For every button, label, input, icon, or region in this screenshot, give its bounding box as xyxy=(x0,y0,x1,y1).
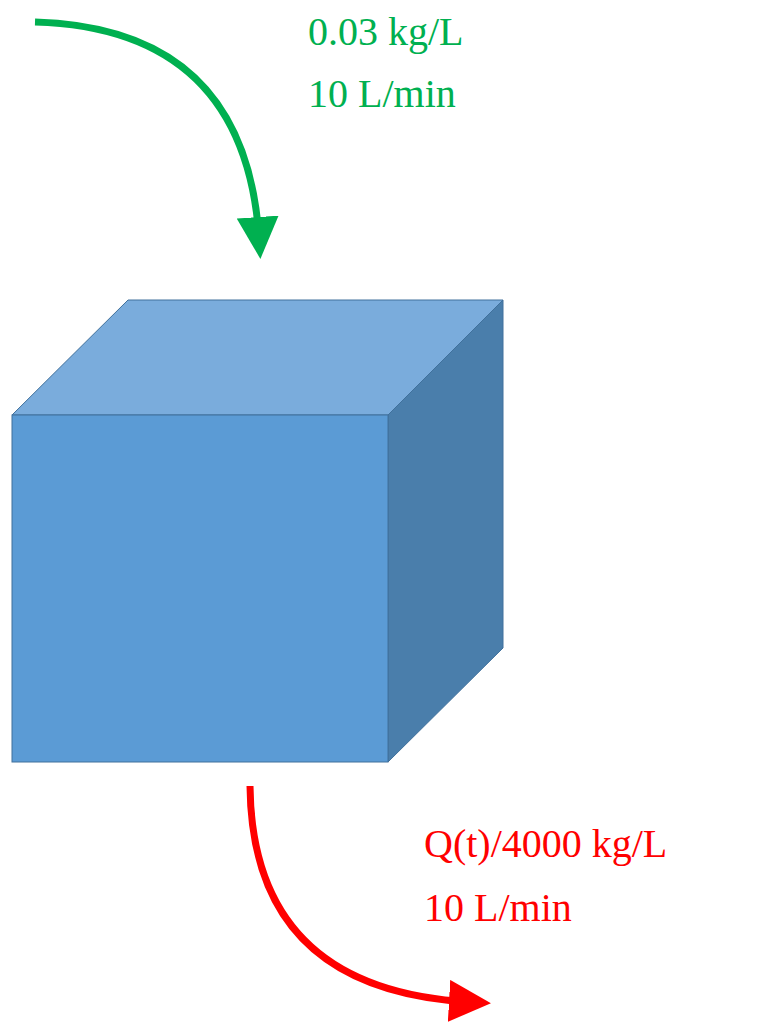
cube-front xyxy=(12,415,388,762)
outflow-concentration: Q(t)/4000 kg/L xyxy=(424,820,667,868)
inflow-concentration: 0.03 kg/L xyxy=(308,8,464,56)
inflow-rate: 10 L/min xyxy=(308,70,456,118)
outflow-rate: 10 L/min xyxy=(424,884,572,932)
cube-side xyxy=(388,300,503,762)
inflow-arrow xyxy=(35,22,259,238)
